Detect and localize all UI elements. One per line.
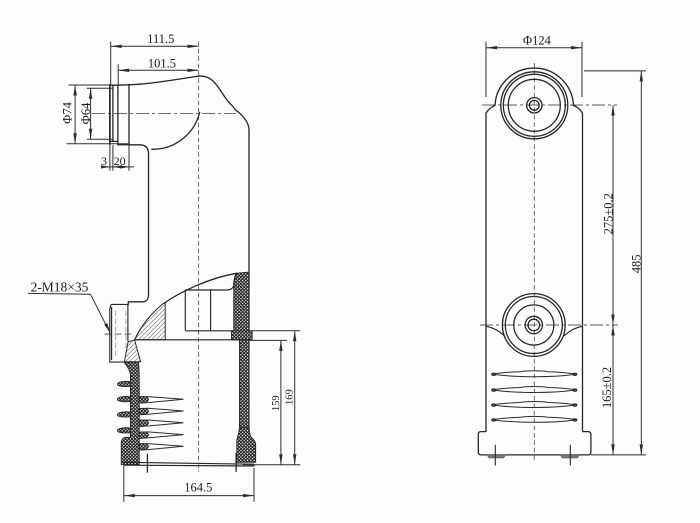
svg-text:165±0.2: 165±0.2 [600,367,614,408]
svg-text:Φ64: Φ64 [79,102,93,124]
svg-text:3: 3 [101,154,107,168]
svg-text:159: 159 [271,395,282,411]
svg-text:275±0.2: 275±0.2 [602,193,616,234]
svg-text:2-M18×35: 2-M18×35 [31,280,89,295]
svg-text:Φ124: Φ124 [523,33,552,47]
svg-text:164.5: 164.5 [184,481,212,495]
svg-text:111.5: 111.5 [147,32,174,46]
svg-text:101.5: 101.5 [148,56,176,70]
svg-text:20: 20 [114,154,126,168]
svg-text:485: 485 [630,255,644,274]
svg-text:Φ74: Φ74 [61,101,75,123]
svg-text:169: 169 [285,389,296,405]
